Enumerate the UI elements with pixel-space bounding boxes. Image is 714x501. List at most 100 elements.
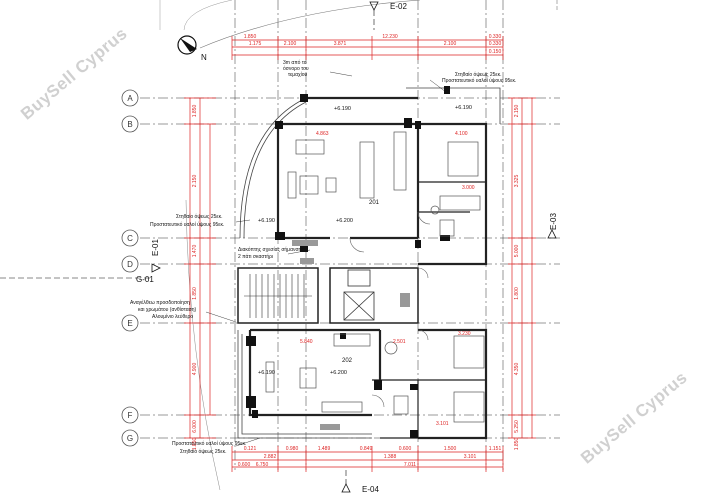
section-top-label: E-02 (390, 2, 407, 11)
grid-row-bubble-G (121, 429, 139, 447)
level-201-right: +6.190 (455, 105, 472, 111)
level-201-left: +6.190 (258, 218, 275, 224)
note-ramp-3: Αλουμίνιο λεύθερο (152, 313, 193, 320)
room-dim-5: 2.501 (393, 339, 406, 345)
grid-row-bubble-F (121, 406, 139, 424)
grid-row-bubble-D (121, 255, 139, 273)
top-dim-b-1: 2.100 (284, 41, 297, 47)
room-dim-2: 4.100 (455, 131, 468, 137)
left-dimension-lines (184, 97, 216, 439)
top-dim-c-0: 0.150 (489, 49, 502, 55)
note-lift-1: Διακόπτης σχεσίας σήμανσης (238, 246, 304, 253)
left-dim-1: 2.150 (192, 175, 198, 188)
bottom-dim-c-1: 6.750 (256, 462, 269, 468)
note-bottom-1: Προστατευτικό υαλοί ύψους 95εκ. (172, 440, 246, 447)
grid-row-label-B: B (127, 120, 132, 129)
top-dim-a-0: 1.850 (244, 34, 257, 40)
level-202-left: +6.190 (258, 370, 275, 376)
room-dim-7: 3.101 (436, 421, 449, 427)
note-boundary-2: όσνορο του (283, 65, 309, 72)
grid-row-bubble-E (121, 314, 139, 332)
section-left-prefix: G-01 (136, 275, 154, 284)
right-dim-3: 1.800 (514, 287, 520, 300)
note-boundary-3: τεμαχίου (288, 72, 307, 78)
level-201-top: +6.190 (334, 106, 351, 112)
note-column-left-1: Στηθαίο όψεως 25εκ. (176, 213, 223, 220)
room-dim-6: 3.230 (458, 331, 471, 337)
note-lift-2: 2 πάτι σκαστήρι (238, 253, 273, 260)
bottom-dim-a-2: 1.489 (318, 446, 331, 452)
note-column-left-2: Προστατευτικό υαλοί ύψους 95εκ. (150, 221, 224, 228)
right-dim-2: 5.000 (514, 245, 520, 258)
section-markers: E-02 E-04 E-01 G-01 E-03 (0, 1, 558, 494)
note-ramp-2: και χρωμάτου (ανθίσταση) (138, 306, 196, 313)
left-dim-6: 1.850 (192, 438, 198, 451)
door-swings (349, 211, 431, 408)
top-dim-a-1: 12.230 (382, 34, 398, 40)
staircase (244, 274, 312, 318)
bottom-dimension-lines (231, 446, 504, 472)
dimension-labels: 1.850 12.230 0.330 1.175 2.100 3.871 2.100 0.33… (192, 34, 520, 468)
bottom-dim-a-6: 1.151 (489, 446, 502, 452)
grid-row-label-F: F (128, 411, 133, 420)
grid-row-lines (140, 97, 560, 439)
building-walls (237, 96, 488, 440)
bottom-dim-a-5: 1.500 (444, 446, 457, 452)
section-bottom-label: E-04 (362, 485, 379, 494)
unit-202-label: 202 (342, 358, 353, 364)
level-202-mid: +6.200 (330, 370, 347, 376)
grid-row-label-C: C (127, 234, 133, 243)
right-dim-1: 3.325 (514, 175, 520, 188)
structural-columns (246, 86, 450, 438)
balconies (237, 87, 501, 439)
top-dim-b-2: 3.871 (334, 41, 347, 47)
top-dim-b-3: 2.100 (444, 41, 457, 47)
bottom-dim-c-2: 7.011 (404, 462, 416, 468)
lift-shaft (343, 269, 375, 321)
top-dim-b-0: 1.175 (249, 41, 262, 47)
right-dim-5: 5.250 (514, 420, 520, 433)
plot-boundary-line (199, 0, 421, 49)
level-201-mid: +6.200 (336, 218, 353, 224)
top-dim-b-4: 0.330 (489, 41, 502, 47)
bottom-dim-a-0: 0.121 (244, 446, 257, 452)
left-dim-2: 1.470 (192, 245, 198, 258)
grid-row-label-G: G (127, 434, 133, 443)
left-dim-0: 1.850 (192, 105, 198, 118)
grid-row-bubbles: A B C D E F G (121, 89, 139, 447)
grid-row-label-D: D (127, 260, 133, 269)
bottom-dim-b-1: 1.388 (384, 454, 397, 460)
north-label: N (201, 53, 207, 62)
note-bottom-2: Στηθαίο όψεως 25εκ. (180, 448, 227, 455)
bottom-dim-a-3: 0.849 (360, 446, 373, 452)
left-dim-5: 6.000 (192, 420, 198, 433)
left-dim-3: 1.850 (192, 287, 198, 300)
room-dim-4: 5.840 (300, 339, 313, 345)
left-dim-4: 4.900 (192, 363, 198, 376)
right-dimension-lines (508, 97, 536, 439)
room-dim-3: 3.000 (462, 185, 475, 191)
note-column-top-2: Προστατευτικό υαλοί ύψους 95εκ. (442, 77, 516, 84)
bottom-dim-c-0: 0.600 (238, 462, 251, 468)
section-left-label: E-01 (151, 239, 160, 256)
top-dimension-lines (231, 36, 504, 60)
bottom-dim-a-1: 0.980 (286, 446, 299, 452)
grid-row-bubble-A (121, 89, 139, 107)
note-ramp-1: Αναγέλθεω προσδοποίηση (130, 299, 190, 306)
top-dim-a-2: 0.330 (489, 34, 502, 40)
north-arrow: N (177, 35, 207, 62)
furniture (265, 131, 485, 423)
room-dim-1: 4.863 (316, 131, 329, 137)
level-markers (292, 240, 410, 430)
grid-row-bubble-B (121, 115, 139, 133)
grid-row-label-E: E (127, 319, 132, 328)
grid-row-label-A: A (127, 94, 133, 103)
section-right-label: E-03 (549, 213, 558, 230)
bottom-dim-b-2: 3.101 (464, 454, 477, 460)
right-dim-6: 1.850 (514, 438, 520, 451)
note-column-top-1: Στηθαίο όψεως 25εκ. (455, 71, 502, 78)
grid-row-bubble-C (121, 229, 139, 247)
unit-201-label: 201 (369, 200, 380, 206)
note-boundary-1: 3m από το (283, 59, 307, 66)
